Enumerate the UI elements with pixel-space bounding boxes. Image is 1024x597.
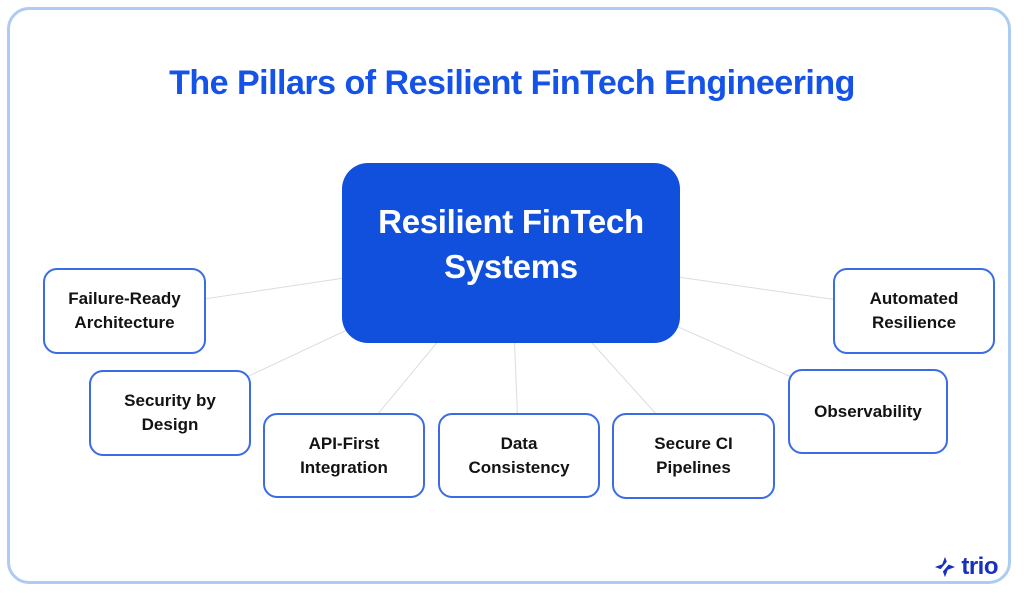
pillar-box-observability: Observability — [788, 369, 948, 454]
pillar-label-secure-ci-pipelines: Secure CI Pipelines — [654, 434, 733, 477]
trio-spark-icon — [935, 556, 956, 578]
center-node-resilient-fintech-systems: Resilient FinTech Systems — [342, 163, 680, 343]
pillar-box-secure-ci-pipelines: Secure CI Pipelines — [612, 413, 775, 499]
center-node-label: Resilient FinTech Systems — [378, 203, 644, 285]
pillar-box-data-consistency: Data Consistency — [438, 413, 600, 498]
pillar-box-automated-resilience: Automated Resilience — [833, 268, 995, 354]
pillar-label-security-by-design: Security by Design — [124, 391, 216, 434]
pillar-label-failure-ready-architecture: Failure-Ready Architecture — [68, 289, 181, 332]
pillar-box-security-by-design: Security by Design — [89, 370, 251, 456]
pillar-label-observability: Observability — [814, 401, 922, 421]
pillar-label-api-first-integration: API-First Integration — [300, 433, 388, 477]
page-title: The Pillars of Resilient FinTech Enginee… — [169, 64, 855, 102]
pillar-box-api-first-integration: API-First Integration — [263, 413, 425, 498]
pillar-box-failure-ready-architecture: Failure-Ready Architecture — [43, 268, 206, 354]
pillar-label-data-consistency: Data Consistency — [468, 433, 570, 477]
brand-logo: trio — [934, 553, 998, 581]
brand-logo-text: trio — [961, 553, 998, 580]
pillar-label-automated-resilience: Automated Resilience — [869, 289, 959, 332]
